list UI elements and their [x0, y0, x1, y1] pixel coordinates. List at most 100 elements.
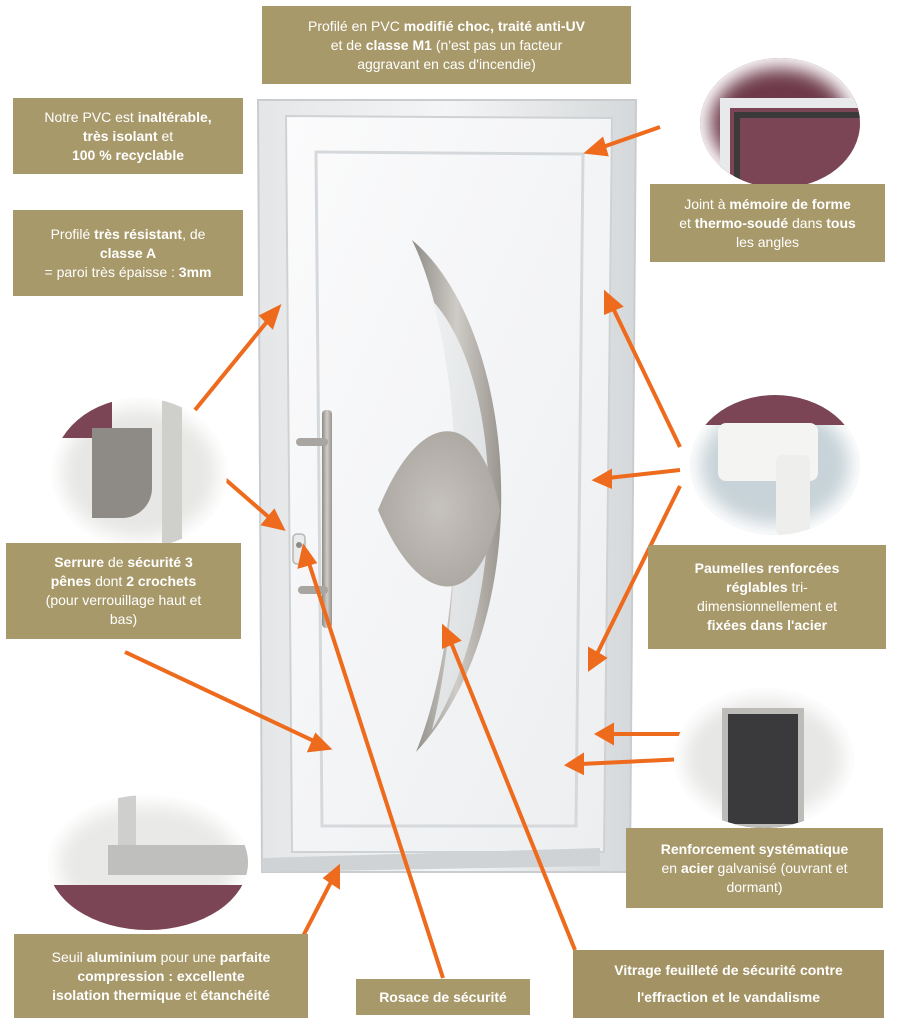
- label-line: Notre PVC est inaltérable,: [44, 108, 211, 127]
- label-text: l'effraction et le vandalisme: [636, 989, 821, 1005]
- label-text: bas): [109, 611, 138, 627]
- label-line: bas): [110, 610, 137, 629]
- label-text: aggravant en cas d'incendie): [357, 55, 536, 72]
- label-text: Vitrage feuilleté de sécurité contre: [614, 962, 843, 978]
- label-text: Seuil: [51, 948, 87, 965]
- label-text: dimensionnellement et: [696, 598, 838, 614]
- label-line: dormant): [726, 878, 782, 897]
- label-line: pênes dont 2 crochets: [51, 572, 197, 591]
- label-text: Joint à: [684, 195, 730, 212]
- label-text: Renforcement systématique: [660, 840, 849, 857]
- label-line: fixées dans l'acier: [707, 616, 827, 635]
- label-line: compression : excellente: [77, 967, 244, 986]
- label-text: Serrure: [54, 554, 105, 570]
- label-text: très résistant: [94, 225, 183, 242]
- label-text: étanchéité: [200, 986, 270, 1003]
- label-text: et de: [330, 36, 366, 53]
- label-text: dormant): [726, 878, 783, 895]
- label-text: tous: [826, 214, 856, 231]
- label-pvc-unalterable: Notre PVC est inaltérable,très isolant e…: [13, 98, 243, 174]
- label-text: classe M1: [365, 36, 432, 53]
- callout-arrows: [124, 125, 707, 979]
- label-text: les angles: [735, 233, 800, 250]
- label-text: dans: [788, 214, 827, 231]
- label-text: de: [104, 554, 128, 570]
- label-line: Joint à mémoire de forme: [684, 195, 851, 214]
- label-line: et de classe M1 (n'est pas un facteur: [331, 36, 563, 55]
- label-hinges: Paumelles renforcées réglables tri-dimens…: [648, 545, 886, 649]
- label-text: Notre PVC est: [44, 108, 138, 125]
- label-text: classe A: [99, 244, 157, 261]
- label-text: , de: [182, 225, 206, 242]
- label-text: 3mm: [178, 263, 212, 280]
- label-line: aggravant en cas d'incendie): [357, 55, 536, 74]
- label-text: mémoire de forme: [729, 195, 851, 212]
- label-text: et: [181, 986, 201, 1003]
- label-text: galvanisé (ouvrant et: [713, 859, 848, 876]
- label-text: compression : excellente: [77, 967, 245, 984]
- label-text: Profilé en PVC: [308, 17, 404, 34]
- label-rosace: Rosace de sécurité: [356, 979, 530, 1015]
- label-text: 2 crochets: [126, 573, 197, 589]
- label-line: Paumelles renforcées: [695, 559, 840, 578]
- label-text: pour une: [156, 948, 220, 965]
- label-text: sécurité 3: [127, 554, 193, 570]
- label-line: Profilé en PVC modifié choc, traité anti…: [308, 17, 585, 36]
- label-text: thermo-soudé: [694, 214, 789, 231]
- label-text: isolation thermique: [52, 986, 182, 1003]
- label-text: Rosace de sécurité: [379, 988, 507, 1005]
- label-reinforcement: Renforcement systématique en acier galvan…: [626, 828, 883, 908]
- label-text: et: [157, 127, 174, 144]
- label-line: Seuil aluminium pour une parfaite: [52, 948, 271, 967]
- label-line: = paroi très épaisse : 3mm: [45, 263, 212, 282]
- label-text: Profilé: [50, 225, 95, 242]
- central-steel-lens: [378, 431, 500, 587]
- label-line: Profilé très résistant, de: [51, 225, 206, 244]
- label-text: modifié choc, traité anti-UV: [403, 17, 585, 34]
- threshold-detail-inset: [48, 795, 248, 930]
- door-threshold: [262, 848, 600, 872]
- label-line: Serrure de sécurité 3: [54, 553, 193, 572]
- label-glazing: Vitrage feuilleté de sécurité contre l'ef…: [573, 950, 884, 1018]
- seal-detail-inset: [700, 58, 860, 188]
- hinge-detail-inset: [690, 395, 860, 535]
- label-text: fixées dans l'acier: [706, 617, 828, 633]
- label-text: réglables: [726, 579, 788, 595]
- label-text: en: [661, 859, 681, 876]
- label-text: (n'est pas un facteur: [431, 36, 563, 53]
- label-text: acier: [680, 859, 714, 876]
- label-text: et: [679, 214, 695, 231]
- label-text: = paroi très épaisse :: [44, 263, 179, 280]
- label-text: Paumelles renforcées: [694, 560, 840, 576]
- label-text: inaltérable,: [137, 108, 212, 125]
- profile-detail-inset: [52, 398, 227, 548]
- door-handle-standoff-bottom: [298, 586, 328, 594]
- label-line: Rosace de sécurité: [379, 988, 507, 1007]
- label-line: isolation thermique et étanchéité: [52, 986, 270, 1005]
- label-line: Renforcement systématique: [661, 840, 849, 859]
- label-text: parfaite: [219, 948, 271, 965]
- door-handle-standoff-top: [296, 438, 328, 446]
- label-text: aluminium: [86, 948, 157, 965]
- label-line: 100 % recyclable: [72, 146, 184, 165]
- label-line: (pour verrouillage haut et: [46, 591, 202, 610]
- label-line: très isolant et: [83, 127, 173, 146]
- label-line: réglables tri-: [726, 578, 808, 597]
- label-line: Vitrage feuilleté de sécurité contre: [614, 957, 843, 984]
- reinforcement-detail-inset: [674, 688, 854, 828]
- label-pvc-profile: Profilé en PVC modifié choc, traité anti…: [262, 6, 631, 84]
- label-line: classe A: [100, 244, 156, 263]
- label-text: (pour verrouillage haut et: [45, 592, 202, 608]
- label-line: en acier galvanisé (ouvrant et: [661, 859, 847, 878]
- label-line: les angles: [736, 233, 799, 252]
- keyhole-icon: [296, 542, 302, 548]
- label-text: pênes: [50, 573, 92, 589]
- label-text: dont: [91, 573, 127, 589]
- label-line: et thermo-soudé dans tous: [679, 214, 856, 233]
- label-line: l'effraction et le vandalisme: [637, 984, 820, 1011]
